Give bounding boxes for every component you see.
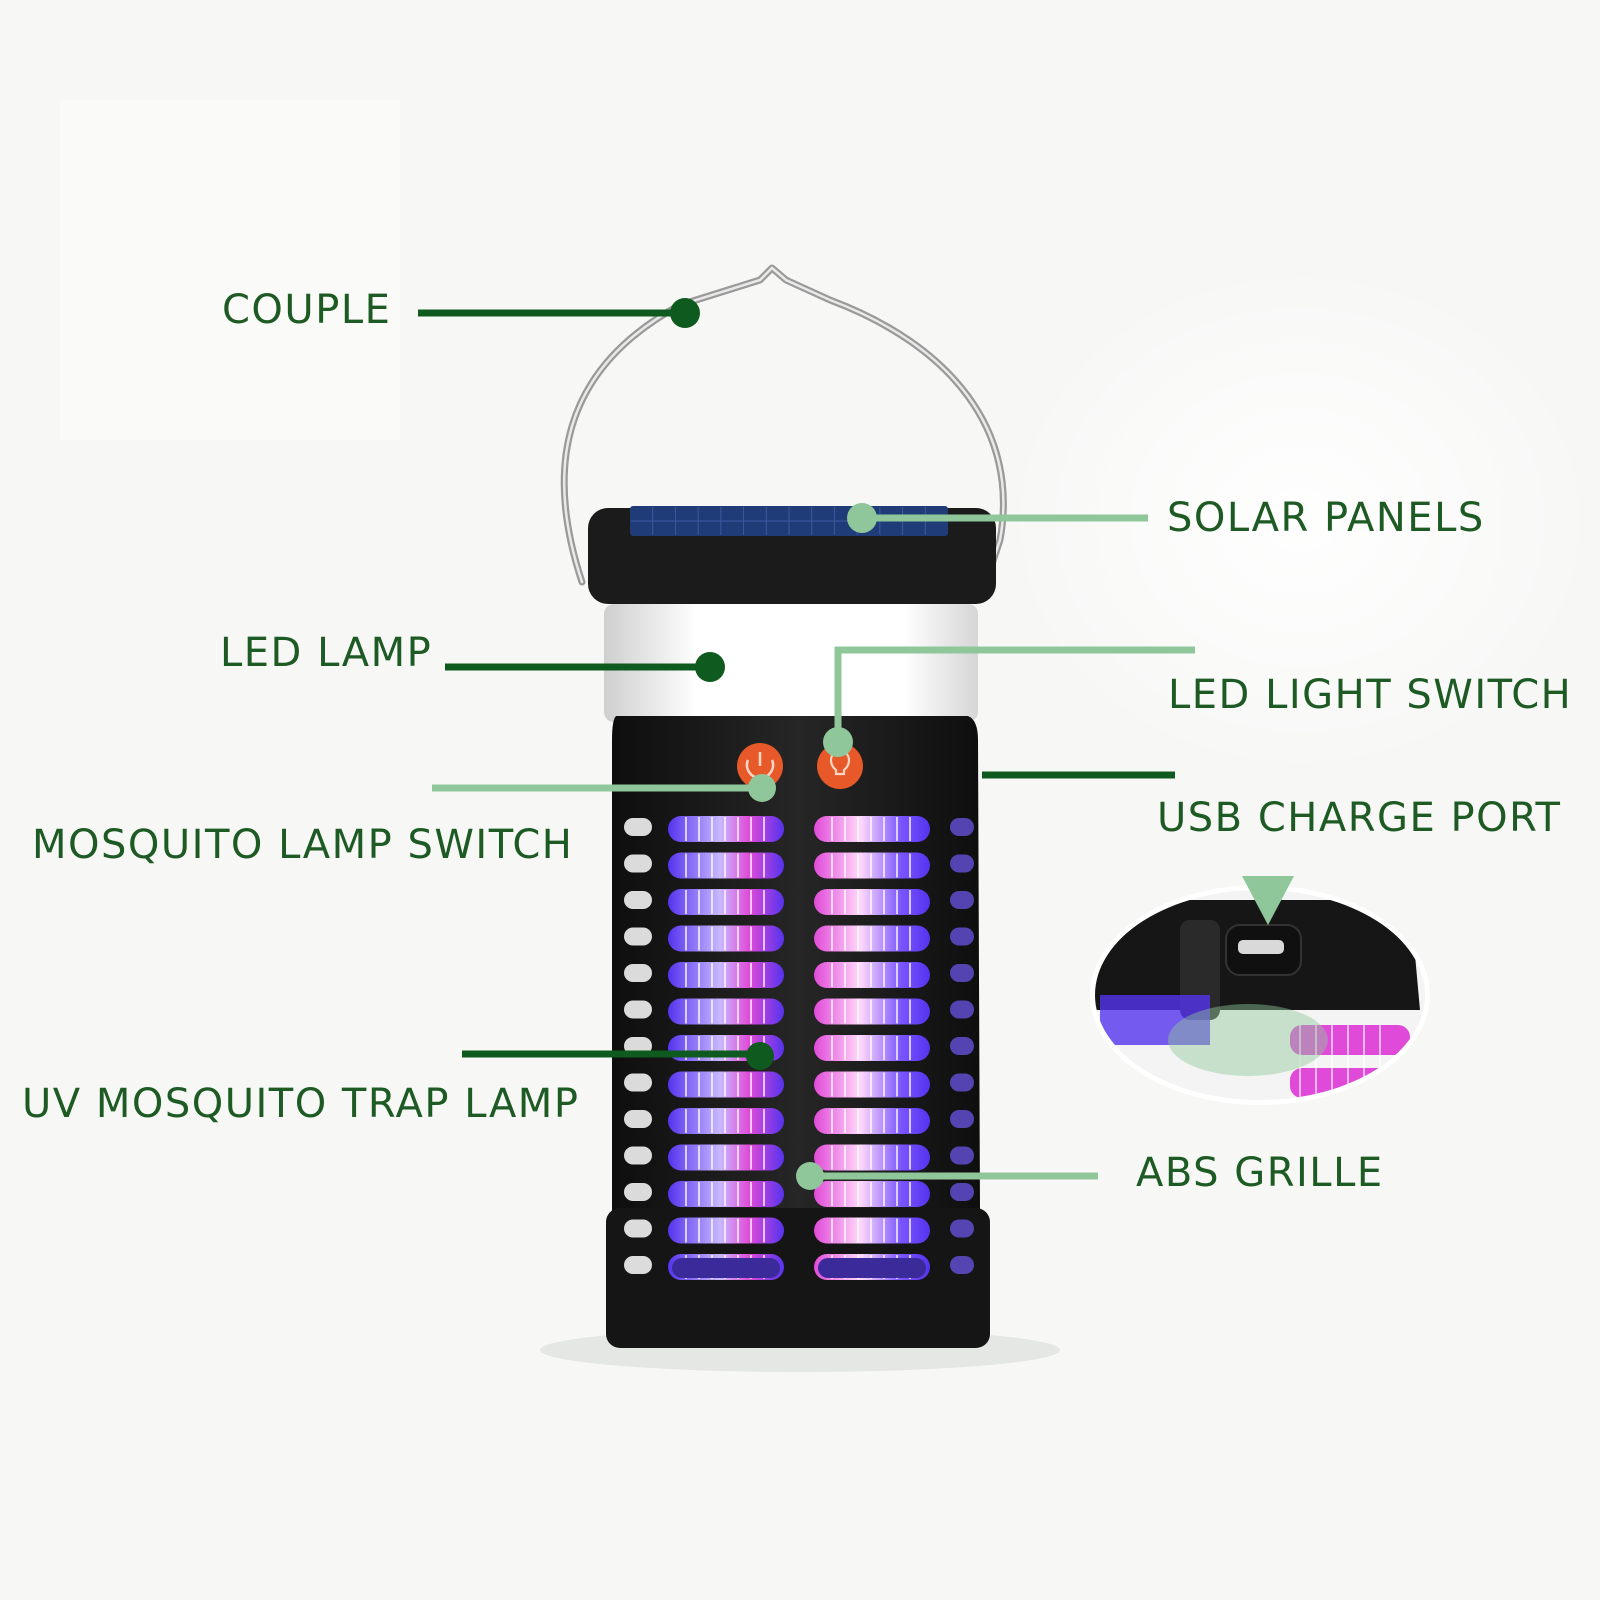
led-switch-button[interactable] [817,743,863,789]
abs-grille [624,816,974,1280]
solar-cells [631,507,947,535]
label-abs-grille: ABS GRILLE [1136,1150,1384,1196]
label-solar-panels: SOLAR PANELS [1167,495,1485,541]
usb-inset [1095,890,1425,1100]
background-panel [60,100,400,440]
handle-highlight [562,266,1005,584]
uv-lamp-dot [746,1042,774,1070]
label-usb-charge-port: USB CHARGE PORT [1157,795,1562,841]
solar-dot [847,503,877,533]
leader-lines [418,298,1195,1190]
mosquito-switch-dot [748,774,776,802]
led-lamp-dot [695,652,725,682]
label-couple: COUPLE [222,287,392,333]
lamp-base [606,1208,990,1348]
label-led-light-switch: LED LIGHT SWITCH [1168,672,1573,718]
led-lamp [604,604,978,722]
label-uv-mosquito-trap-lamp: UV MOSQUITO TRAP LAMP [22,1081,580,1127]
grille-dot [796,1162,824,1190]
label-led-lamp: LED LAMP [220,630,433,676]
couple-dot [670,298,700,328]
usb-arrow-icon [1242,876,1294,925]
label-mosquito-lamp-switch: MOSQUITO LAMP SWITCH [32,822,574,868]
led-switch-dot [823,727,853,757]
usb-port [1238,940,1284,954]
